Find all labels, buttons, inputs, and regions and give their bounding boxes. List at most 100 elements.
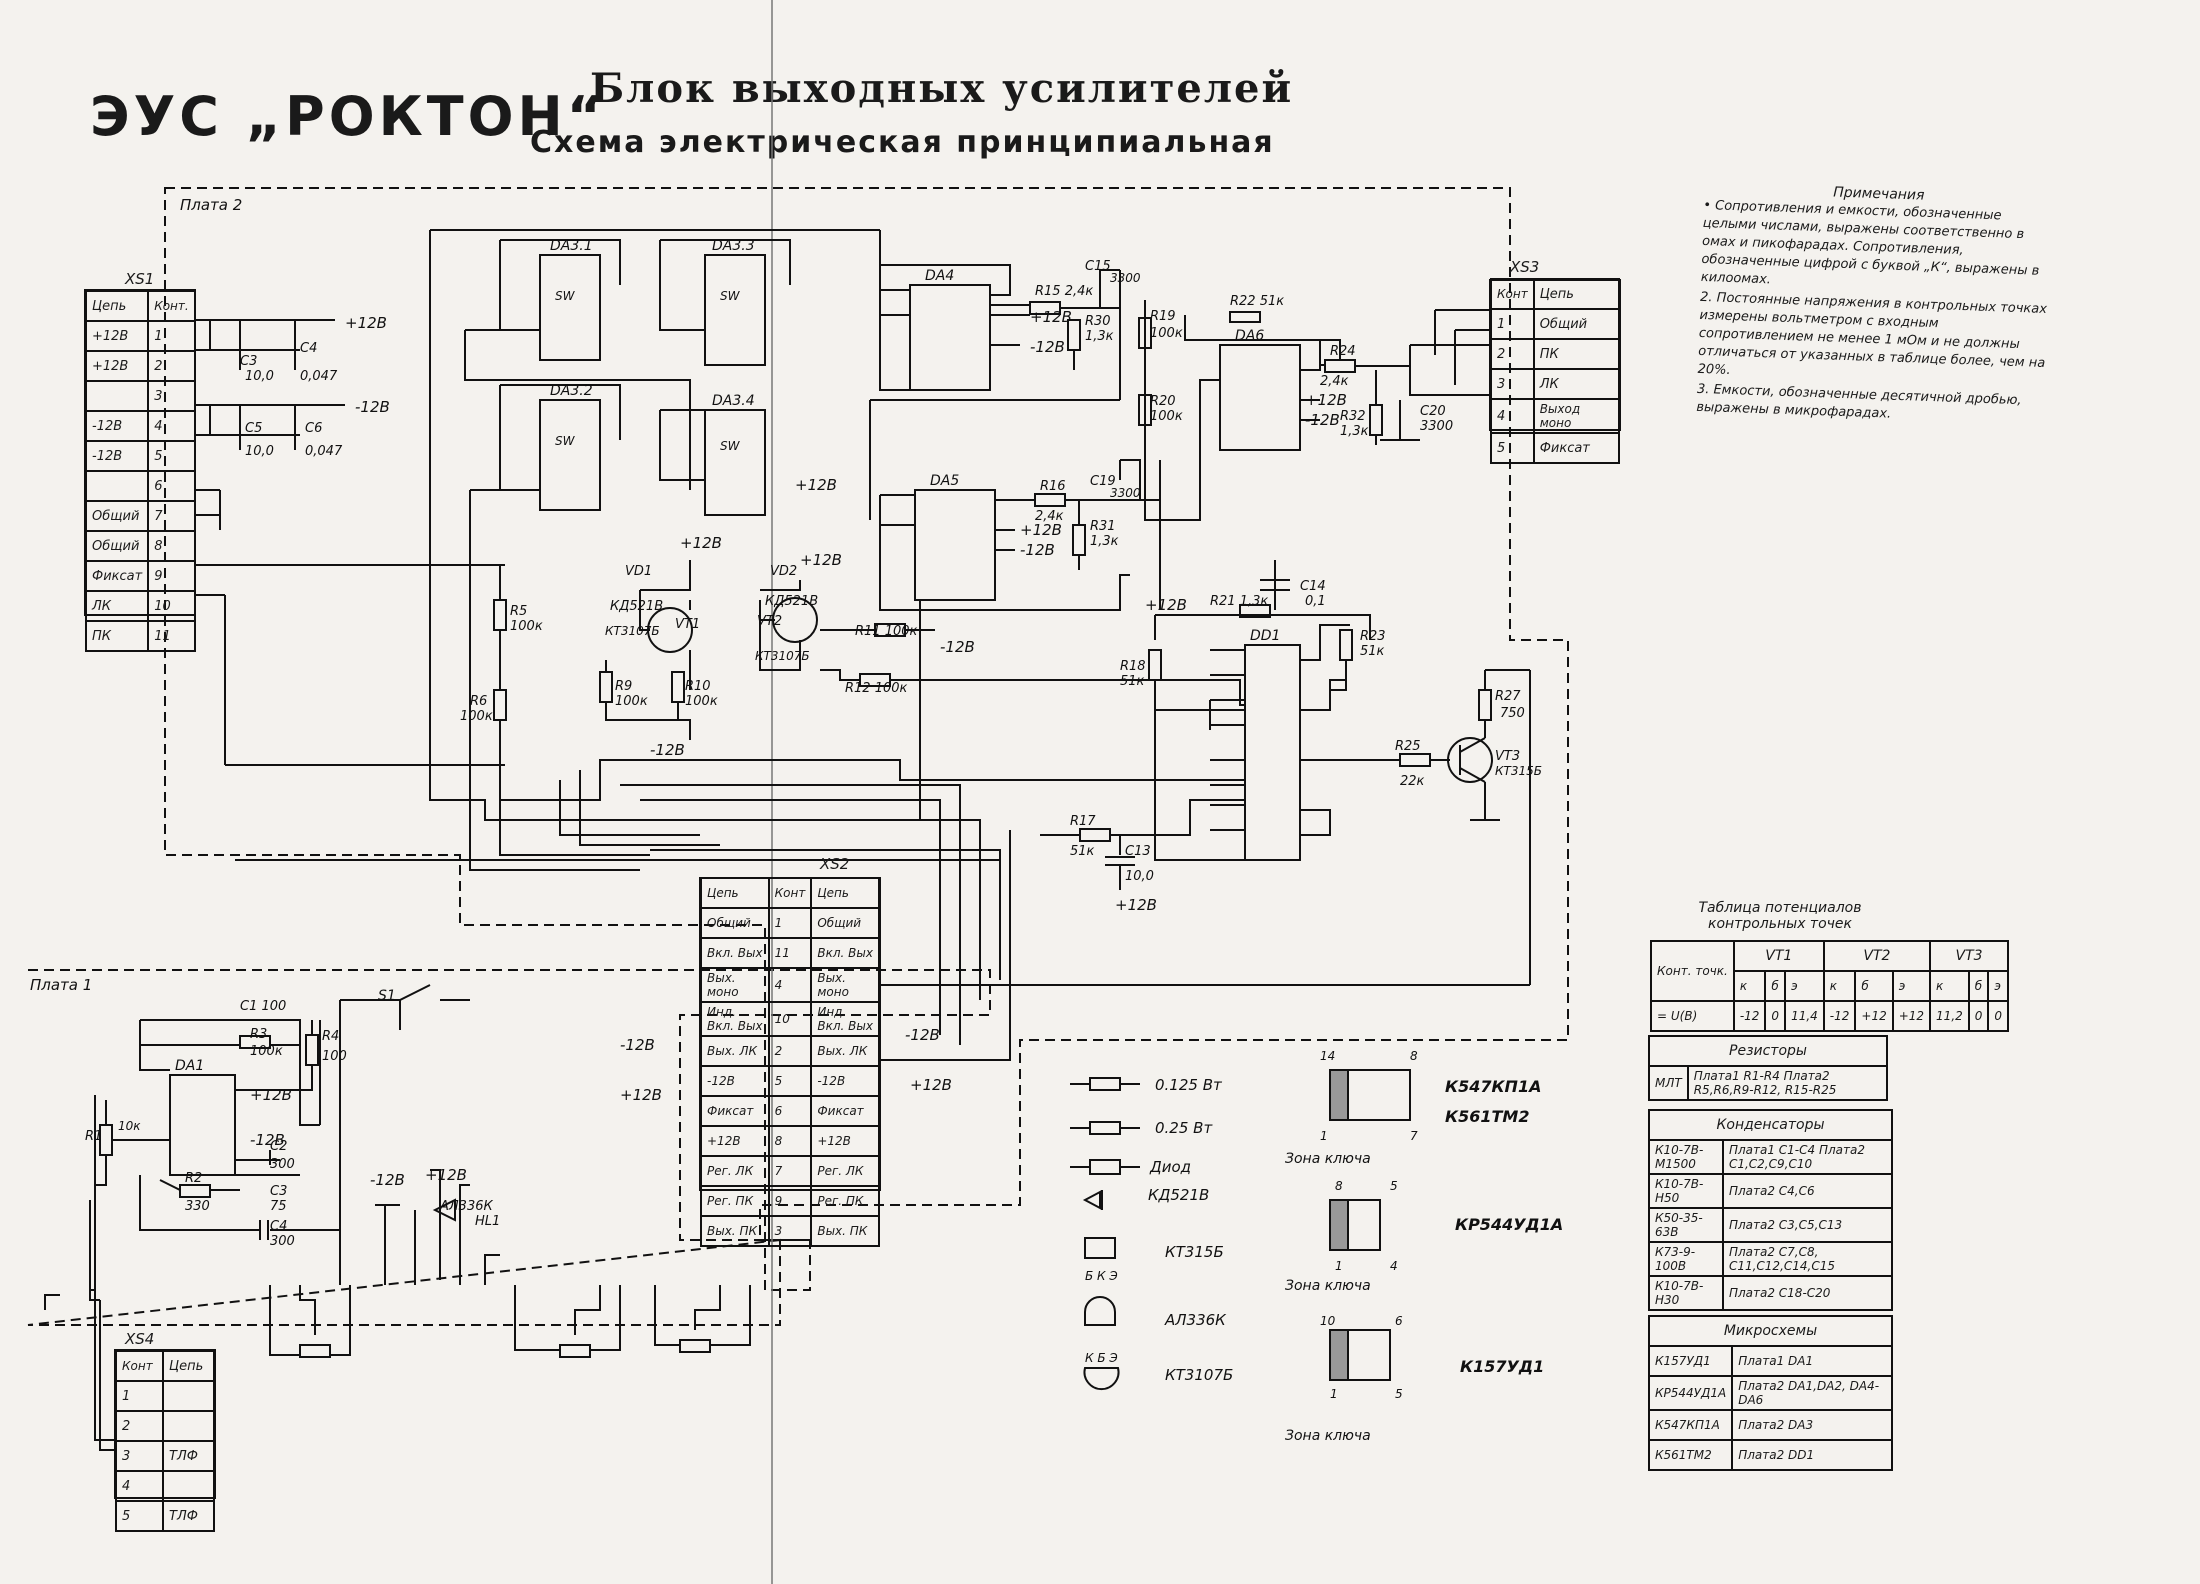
xs1-row — [84, 470, 150, 502]
svg-text:R32: R32 — [1340, 409, 1366, 424]
potentials-value: -12 — [1732, 1000, 1767, 1032]
svg-text:R20: R20 — [1150, 394, 1176, 409]
svg-text:10,0: 10,0 — [245, 369, 274, 384]
xs1-pin: 8 — [147, 530, 196, 562]
xs1-row: Общий — [84, 530, 150, 562]
svg-text:C4: C4 — [270, 1219, 287, 1234]
svg-text:+12В: +12В — [1020, 521, 1062, 539]
potentials-group: VT3 — [1929, 940, 2010, 972]
xs2-cell: Рег. ПК — [810, 1185, 880, 1217]
xs2-pin: 6 — [767, 1095, 813, 1127]
svg-text:HL1: HL1 — [475, 1214, 500, 1229]
svg-text:-12В: -12В — [940, 638, 975, 656]
svg-text:К547КП1А: К547КП1А — [1445, 1077, 1541, 1096]
svg-text:+12В: +12В — [1030, 308, 1072, 326]
svg-text:R17: R17 — [1070, 814, 1096, 829]
svg-text:КР544УД1А: КР544УД1А — [1455, 1215, 1563, 1234]
xs3-row: Фиксат — [1532, 432, 1621, 464]
potentials-group: VT1 — [1732, 940, 1825, 972]
potentials-value: +12 — [1891, 1000, 1932, 1032]
svg-text:3300: 3300 — [1110, 271, 1141, 285]
svg-text:АЛ336К: АЛ336К — [1164, 1311, 1227, 1329]
svg-text:DA3.1: DA3.1 — [550, 238, 593, 254]
svg-text:100к: 100к — [1150, 409, 1183, 424]
xs3-pin: 5 — [1490, 432, 1535, 464]
resistor-025-icon — [1089, 1121, 1121, 1135]
svg-text:51к: 51к — [1070, 844, 1095, 859]
svg-text:C3: C3 — [270, 1184, 287, 1199]
potentials-title: Таблица потенциалов контрольных точек — [1698, 900, 1862, 932]
svg-text:R2: R2 — [185, 1171, 202, 1186]
xs2-cell: +12В — [700, 1125, 770, 1157]
xs2-pin: 2 — [767, 1035, 813, 1067]
svg-text:51к: 51к — [1360, 644, 1385, 659]
bom-refs: Плата1 С1-С4 Плата2 С1,С2,С9,С10 — [1721, 1139, 1894, 1175]
xs4-pin: 1 — [114, 1380, 165, 1412]
xs4-row: ТЛФ — [162, 1500, 215, 1532]
svg-text:C5: C5 — [245, 421, 262, 436]
svg-text:100к: 100к — [685, 694, 718, 709]
xs1-pin: 6 — [147, 470, 196, 502]
xs2-cell: Инд. Вкл. Вых — [700, 1001, 770, 1037]
svg-text:R3: R3 — [250, 1027, 267, 1042]
xs2-cell: Фиксат — [810, 1095, 880, 1127]
xs2-cell: Инд. Вкл. Вых — [810, 1001, 880, 1037]
led-icon — [1084, 1296, 1116, 1326]
svg-text:10к: 10к — [118, 1119, 141, 1133]
svg-text:C20: C20 — [1420, 404, 1446, 419]
svg-text:R30: R30 — [1085, 314, 1111, 329]
svg-text:C13: C13 — [1125, 844, 1151, 859]
svg-text:R22 51к: R22 51к — [1230, 294, 1284, 309]
svg-text:C2: C2 — [270, 1139, 287, 1154]
xs3-row: Выход моно — [1532, 398, 1621, 434]
xs3-pin: 1 — [1490, 308, 1535, 340]
potentials-sub: э — [1891, 970, 1932, 1002]
svg-text:VD1: VD1 — [625, 564, 652, 579]
svg-text:2,4к: 2,4к — [1035, 509, 1064, 524]
svg-text:К Б Э: К Б Э — [1085, 1351, 1118, 1365]
transistor-315-icon — [1084, 1237, 1116, 1259]
svg-text:1,3к: 1,3к — [1340, 424, 1369, 439]
xs4-col-circuit: Цепь — [162, 1350, 215, 1382]
svg-text:4: 4 — [1390, 1259, 1398, 1273]
potentials-sub: к — [1929, 970, 1970, 1002]
xs1-row: ЛК — [84, 590, 150, 622]
svg-text:DA3.2: DA3.2 — [550, 383, 593, 399]
svg-text:VT1: VT1 — [675, 617, 700, 632]
xs1-row: -12В — [84, 410, 150, 442]
svg-text:+12В: +12В — [345, 314, 387, 332]
svg-text:5: 5 — [1395, 1387, 1403, 1401]
svg-text:R23: R23 — [1360, 629, 1386, 644]
svg-text:1: 1 — [1320, 1129, 1328, 1143]
svg-text:-12В: -12В — [250, 1131, 285, 1149]
svg-text:R25: R25 — [1395, 739, 1421, 754]
svg-text:+12В: +12В — [910, 1076, 952, 1094]
xs3-row: Общий — [1532, 308, 1621, 340]
svg-text:Зона ключа: Зона ключа — [1285, 1428, 1371, 1444]
svg-text:+12В: +12В — [1115, 896, 1157, 914]
potentials-value: -12 — [1822, 1000, 1857, 1032]
xs2-cell: Вых. моно — [700, 967, 770, 1003]
xs4-row — [162, 1380, 215, 1412]
svg-text:DA1: DA1 — [175, 1058, 204, 1074]
potentials-sub: к — [1732, 970, 1767, 1002]
block-title: Блок выходных усилителей — [590, 65, 1294, 112]
xs2-pin: 9 — [767, 1185, 813, 1217]
svg-text:SW: SW — [555, 289, 576, 303]
svg-text:300: 300 — [270, 1157, 295, 1172]
xs1-row — [84, 380, 150, 412]
svg-text:10,0: 10,0 — [1125, 869, 1154, 884]
svg-text:750: 750 — [1500, 706, 1525, 721]
svg-text:0,047: 0,047 — [305, 444, 343, 459]
svg-text:К561ТМ2: К561ТМ2 — [1445, 1107, 1529, 1126]
xs1-name: XS1 — [125, 270, 155, 288]
potentials-sub: э — [1987, 970, 2010, 1002]
svg-text:1: 1 — [1330, 1387, 1338, 1401]
xs2-col-a: Цепь — [700, 877, 770, 909]
potentials-value: 0 — [1764, 1000, 1787, 1032]
svg-text:Б К Э: Б К Э — [1085, 1269, 1118, 1283]
svg-text:+12В: +12В — [680, 534, 722, 552]
resistor-0125-icon — [1089, 1077, 1121, 1091]
svg-text:DA5: DA5 — [930, 473, 959, 489]
